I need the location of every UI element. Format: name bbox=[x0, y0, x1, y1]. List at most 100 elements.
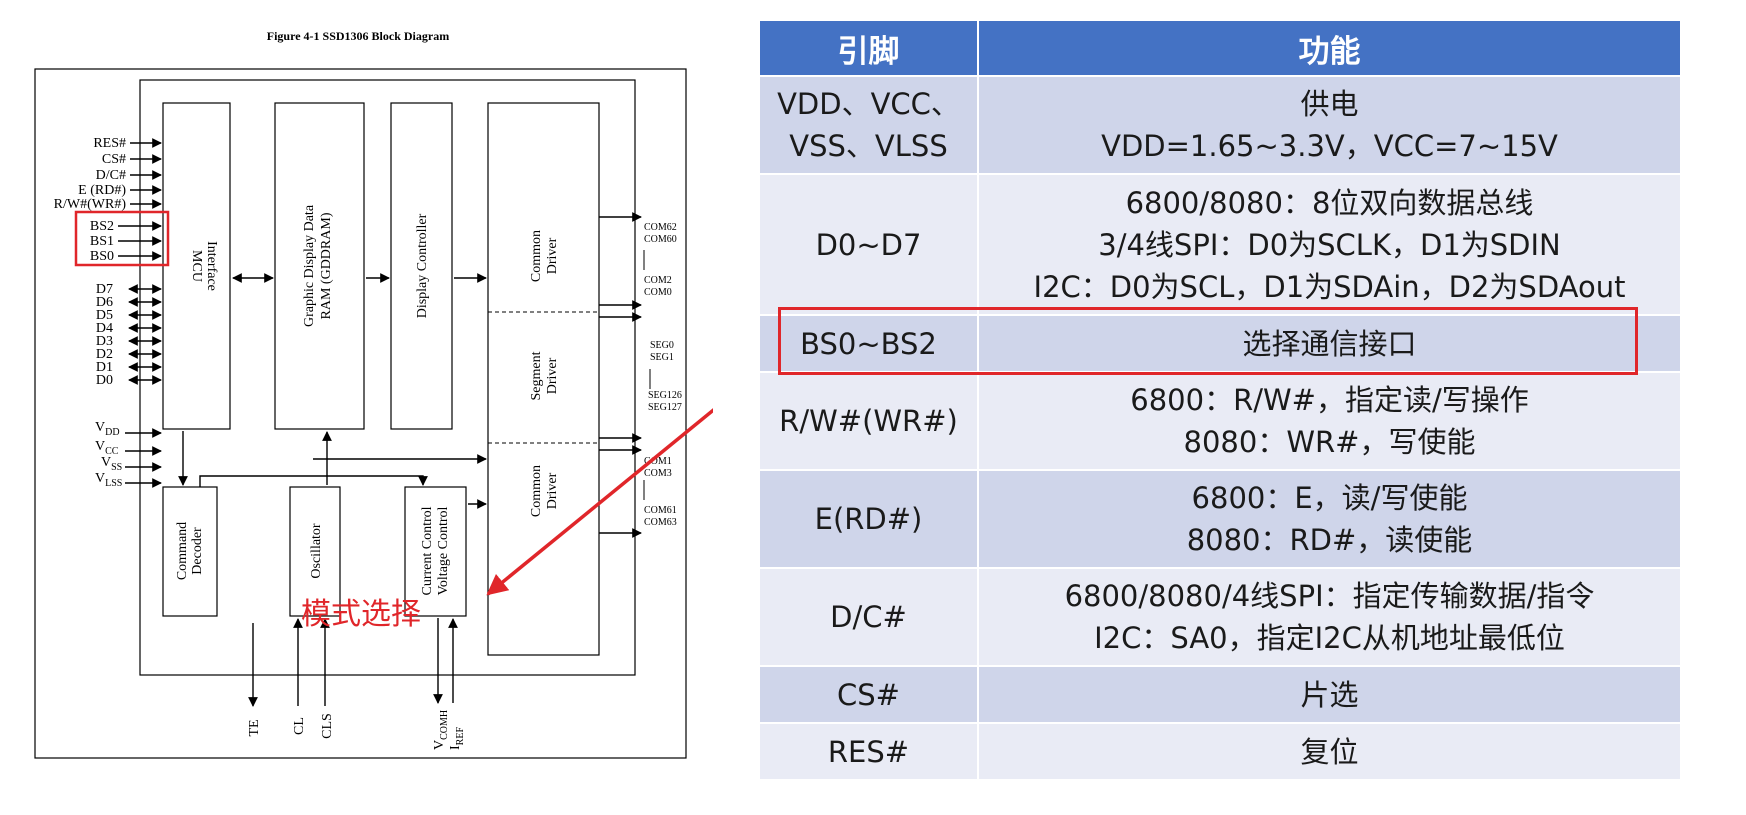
bottom-pins: TE CL CLS VCOMH IREF bbox=[247, 618, 466, 750]
pin-vdd: VDD bbox=[95, 420, 120, 438]
gddram-label-2: RAM (GDDRAM) bbox=[319, 212, 334, 319]
function-cell: 复位 bbox=[977, 722, 1682, 781]
oscillator-label: Oscillator bbox=[309, 523, 324, 579]
pin-cell: RES# bbox=[758, 722, 979, 781]
function-line: 6800：R/W#，指定读/写操作 bbox=[1130, 383, 1529, 417]
com0-label: COM0 bbox=[644, 287, 672, 298]
pin-d5: D5 bbox=[96, 308, 113, 323]
pin-bs1: BS1 bbox=[90, 234, 114, 249]
pin-cell: VDD、VCC、VSS、VLSS bbox=[758, 75, 979, 175]
table-row: BS0~BS2 选择通信接口 bbox=[758, 314, 1682, 373]
function-line: 6800：E，读/写使能 bbox=[1191, 481, 1468, 515]
mcu-interface-block: MCU Interface bbox=[162, 102, 231, 430]
mcu-label-2: Interface bbox=[204, 241, 219, 291]
table-row: E(RD#) 6800：E，读/写使能 8080：RD#，读使能 bbox=[758, 469, 1682, 569]
pin-d4: D4 bbox=[96, 321, 113, 336]
pin-d1: D1 bbox=[96, 360, 113, 375]
function-cell: 供电 VDD=1.65~3.3V，VCC=7~15V bbox=[977, 75, 1682, 175]
function-line: I2C：D0为SCL，D1为SDAin，D2为SDAout bbox=[1033, 269, 1626, 304]
com62-label: COM62 bbox=[644, 222, 677, 233]
gddram-label-1: Graphic Display Data bbox=[302, 204, 317, 327]
function-line: 6800/8080/4线SPI：指定传输数据/指令 bbox=[1064, 579, 1595, 613]
mode-select-annotation: 模式选择 bbox=[301, 597, 421, 632]
diagram-title: Figure 4-1 SSD1306 Block Diagram bbox=[267, 29, 449, 43]
table-row: CS# 片选 bbox=[758, 665, 1682, 724]
pin-res: RES# bbox=[93, 136, 126, 151]
seg127-label: SEG127 bbox=[648, 402, 682, 413]
pin-d6: D6 bbox=[96, 295, 113, 310]
common-driver-top-label-2: Driver bbox=[545, 237, 560, 274]
function-line: 3/4线SPI：D0为SCLK，D1为SDIN bbox=[1098, 227, 1561, 262]
bs-row-highlight-box bbox=[778, 307, 1638, 375]
seg1-label: SEG1 bbox=[650, 352, 674, 363]
function-cell: 选择通信接口 bbox=[977, 314, 1682, 373]
pin-line: BS0~BS2 bbox=[800, 326, 937, 361]
pin-cell: BS0~BS2 bbox=[758, 314, 979, 373]
seg126-label: SEG126 bbox=[648, 390, 682, 401]
pin-cell: E(RD#) bbox=[758, 469, 979, 569]
com60-label: COM60 bbox=[644, 234, 677, 245]
com63-label: COM63 bbox=[644, 517, 677, 528]
pin-d0: D0 bbox=[96, 373, 113, 388]
pin-vss: VSS bbox=[101, 455, 122, 473]
pin-cell: D0~D7 bbox=[758, 173, 979, 316]
function-line: 供电 bbox=[1300, 87, 1359, 121]
segment-driver-label-2: Driver bbox=[545, 357, 560, 394]
power-pins: VDD VCC VSS VLSS bbox=[95, 420, 162, 489]
pin-dc: D/C# bbox=[96, 168, 126, 183]
com2-label: COM2 bbox=[644, 275, 672, 286]
pin-line: RES# bbox=[827, 734, 910, 769]
pin-iref: IREF bbox=[448, 727, 466, 750]
function-cell: 6800/8080/4线SPI：指定传输数据/指令 I2C：SA0，指定I2C从机… bbox=[977, 567, 1682, 667]
table-row: D/C# 6800/8080/4线SPI：指定传输数据/指令 I2C：SA0，指定… bbox=[758, 567, 1682, 667]
pin-cell: D/C# bbox=[758, 567, 979, 667]
pin-d7: D7 bbox=[96, 282, 113, 297]
command-decoder-label-1: Command bbox=[175, 522, 190, 580]
pin-te: TE bbox=[247, 719, 262, 736]
pin-rw-wr: R/W#(WR#) bbox=[54, 197, 127, 212]
pin-e-rd: E (RD#) bbox=[78, 183, 126, 198]
com1-label: COM1 bbox=[644, 456, 672, 467]
data-bus-pins: D7 D6 D5 D4 D3 D2 D1 D0 bbox=[96, 282, 162, 388]
table-row: RES# 复位 bbox=[758, 722, 1682, 781]
header-pin: 引脚 bbox=[758, 19, 979, 77]
table-row: R/W#(WR#) 6800：R/W#，指定读/写操作 8080：WR#，写使能 bbox=[758, 371, 1682, 471]
pin-d3: D3 bbox=[96, 334, 113, 349]
function-line: 6800/8080：8位双向数据总线 bbox=[1125, 185, 1534, 220]
function-line: 8080：RD#，读使能 bbox=[1186, 523, 1473, 557]
table-row: D0~D7 6800/8080：8位双向数据总线 3/4线SPI：D0为SCLK，… bbox=[758, 173, 1682, 316]
pin-bs2: BS2 bbox=[90, 219, 114, 234]
pin-cell: CS# bbox=[758, 665, 979, 724]
function-line: 选择通信接口 bbox=[1242, 326, 1417, 361]
driver-column-block: Common Driver Segment Driver Common Driv… bbox=[487, 102, 600, 656]
function-cell: 6800：E，读/写使能 8080：RD#，读使能 bbox=[977, 469, 1682, 569]
pin-line: VDD、VCC、 bbox=[777, 87, 960, 121]
pin-cl: CL bbox=[292, 717, 307, 735]
segment-driver-label-1: Segment bbox=[529, 351, 544, 400]
command-decoder-block: Command Decoder bbox=[162, 486, 218, 617]
command-decoder-label-2: Decoder bbox=[190, 527, 205, 575]
display-controller-block: Display Controller bbox=[390, 102, 453, 430]
com61-label: COM61 bbox=[644, 505, 677, 516]
function-line: I2C：SA0，指定I2C从机地址最低位 bbox=[1094, 621, 1565, 655]
right-output-arrows bbox=[599, 212, 651, 538]
control-input-pins: RES# CS# D/C# E (RD#) R/W#(WR#) BS2 BS1 … bbox=[54, 136, 162, 264]
com3-label: COM3 bbox=[644, 468, 672, 479]
pin-line: D0~D7 bbox=[815, 227, 922, 262]
gddram-block: Graphic Display Data RAM (GDDRAM) bbox=[274, 102, 365, 430]
current-control-label: Current Control bbox=[420, 506, 435, 595]
function-cell: 6800/8080：8位双向数据总线 3/4线SPI：D0为SCLK，D1为SDI… bbox=[977, 173, 1682, 316]
table-row: VDD、VCC、VSS、VLSS 供电 VDD=1.65~3.3V，VCC=7~1… bbox=[758, 75, 1682, 175]
pin-line: CS# bbox=[837, 677, 900, 712]
function-line: VDD=1.65~3.3V，VCC=7~15V bbox=[1101, 129, 1558, 163]
common-driver-top-label-1: Common bbox=[529, 230, 544, 282]
seg0-label: SEG0 bbox=[650, 340, 674, 351]
pin-cs: CS# bbox=[102, 152, 126, 167]
function-line: 8080：WR#，写使能 bbox=[1183, 425, 1476, 459]
pin-cell: R/W#(WR#) bbox=[758, 371, 979, 471]
pin-line: R/W#(WR#) bbox=[779, 404, 958, 438]
function-cell: 6800：R/W#，指定读/写操作 8080：WR#，写使能 bbox=[977, 371, 1682, 471]
pin-cls: CLS bbox=[320, 713, 335, 739]
pin-vcomh: VCOMH bbox=[432, 710, 450, 750]
